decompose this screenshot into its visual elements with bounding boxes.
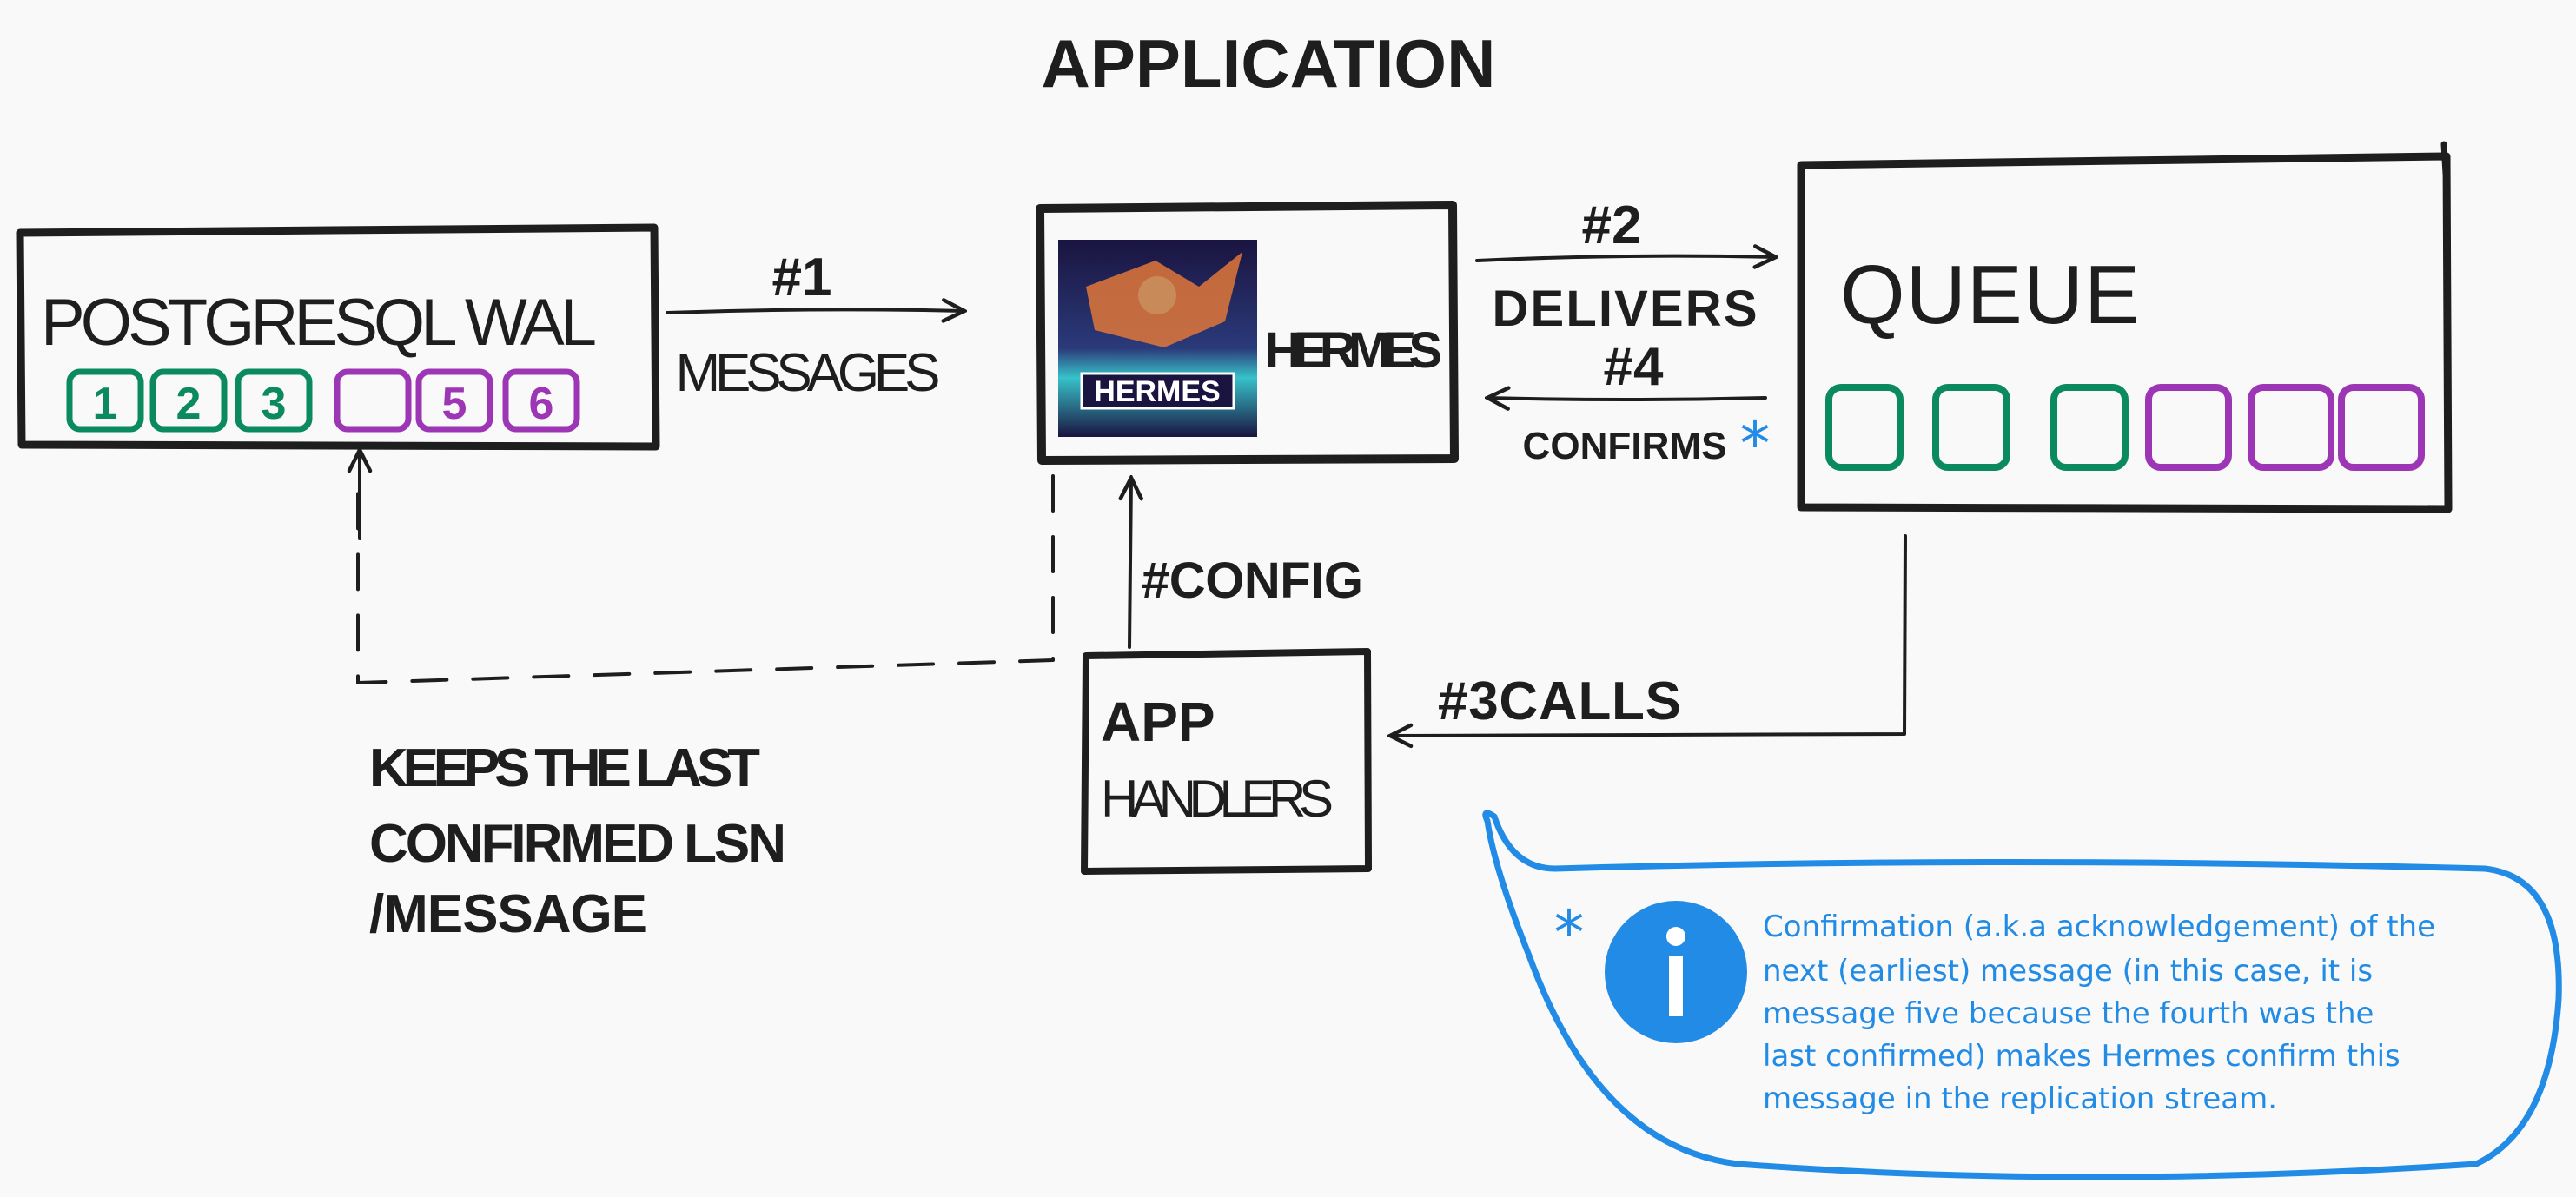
lsn-note-line: /MESSAGE (369, 884, 647, 944)
queue-slot-5 (2248, 384, 2334, 471)
wal-message-number: 3 (262, 379, 287, 429)
diagram-title: APPLICATION (1042, 25, 1496, 102)
hermes-label: HERMES (1265, 322, 1442, 379)
info-icon (1605, 901, 1747, 1043)
wal-message-3: 3 (235, 368, 313, 433)
app-handlers-box: APP HANDLERS (1081, 648, 1372, 875)
arrow-config: #CONFIG (1129, 478, 1363, 649)
wal-message-2: 2 (149, 368, 228, 433)
wal-message-1: 1 (66, 368, 144, 433)
wal-message-box (415, 368, 493, 433)
app-handlers-line2: HANDLERS (1101, 770, 1334, 828)
queue-slot-6 (2338, 384, 2425, 471)
lsn-feedback-line (358, 450, 1055, 684)
wal-message-box (149, 368, 228, 433)
wal-message-5: 5 (415, 368, 493, 433)
queue-slots (1825, 384, 2425, 471)
info-note-line: message in the replication stream. (1763, 1081, 2277, 1116)
asterisk-marker: * (1740, 408, 1771, 479)
queue-slot-4 (2145, 384, 2232, 471)
app-handlers-line1: APP (1101, 691, 1215, 753)
info-note-line: next (earliest) message (in this case, i… (1763, 954, 2373, 989)
hermes-logo: HERMES (1058, 240, 1257, 437)
wal-message-number: 1 (93, 379, 118, 429)
hermes-logo-text: HERMES (1094, 375, 1220, 408)
wal-label: POSTGRESQL WAL (41, 286, 597, 360)
queue-label: QUEUE (1840, 248, 2140, 341)
wal-message-number: 6 (529, 379, 554, 429)
config-label: #CONFIG (1142, 552, 1363, 609)
queue-box: QUEUE (1797, 141, 2453, 513)
postgresql-wal-box: POSTGRESQL WAL 1 2 3 5 6 (16, 223, 660, 451)
lsn-note: KEEPS THE LAST CONFIRMED LSN /MESSAGE (369, 738, 786, 944)
wal-message-box (235, 368, 313, 433)
arrow-calls: #3CALLS (1390, 534, 1907, 736)
info-note-line: Confirmation (a.k.a acknowledgement) of … (1763, 909, 2435, 944)
wal-message-4 (334, 368, 412, 433)
info-callout: * Confirmation (a.k.a acknowledgement) o… (1482, 810, 2562, 1180)
queue-slot-2 (1932, 384, 2010, 471)
info-note-line: message five because the fourth was the (1763, 996, 2374, 1031)
wal-message-box (334, 368, 412, 433)
arrow-delivers: #2 DELIVERS (1475, 195, 1776, 337)
wal-messages: 1 2 3 5 6 (66, 368, 580, 433)
step-2-number: #2 (1582, 195, 1642, 255)
wal-message-box (502, 368, 580, 433)
lsn-note-line: KEEPS THE LAST (369, 738, 760, 798)
queue-slot-1 (1825, 384, 1904, 471)
arrow-confirms: #4 CONFIRMS * (1487, 337, 1771, 479)
step-1-label: MESSAGES (676, 343, 941, 403)
step-2-label: DELIVERS (1493, 281, 1758, 337)
wal-message-6: 6 (502, 368, 580, 433)
step-1-number: #1 (772, 248, 832, 308)
queue-slot-3 (2050, 384, 2129, 471)
wal-message-number: 2 (176, 379, 202, 429)
wal-message-box (66, 368, 144, 433)
step-4-label: CONFIRMS (1523, 425, 1727, 467)
info-note-line: last confirmed) makes Hermes confirm thi… (1763, 1039, 2401, 1074)
asterisk-marker: * (1554, 897, 1585, 969)
arrow-messages: #1 MESSAGES (666, 248, 964, 403)
step-3-label: #3CALLS (1438, 671, 1681, 731)
wal-message-number: 5 (442, 379, 467, 429)
lsn-note-line: CONFIRMED LSN (369, 814, 786, 874)
hermes-box: HERMES HERMES (1036, 201, 1459, 465)
step-4-number: #4 (1604, 337, 1664, 397)
